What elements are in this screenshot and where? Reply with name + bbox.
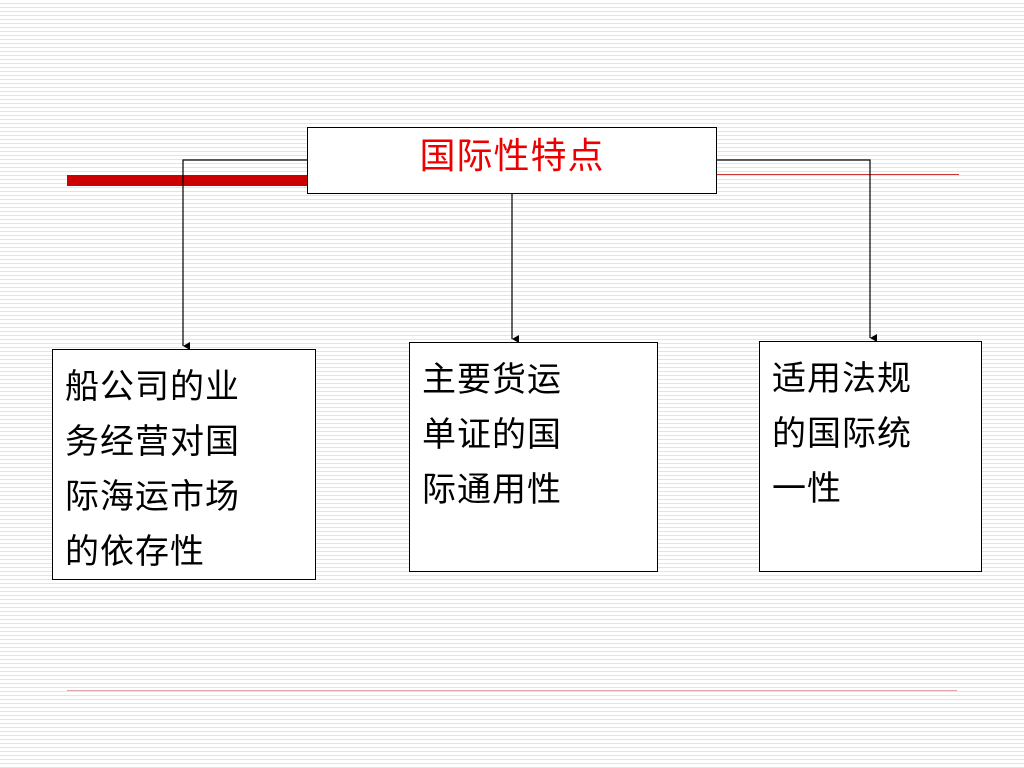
child-node-2-line-3: 际通用性 — [422, 470, 562, 510]
child-node-3-line-3: 一性 — [772, 469, 842, 509]
decorative-red-line — [717, 174, 959, 175]
connector-right — [717, 159, 877, 342]
child-node-2: 主要货运 单证的国 际通用性 — [409, 342, 658, 572]
root-node-box: 国际性特点 — [307, 127, 717, 194]
footer-divider-line — [67, 690, 957, 691]
connector-left — [182, 159, 307, 350]
child-node-1-line-2: 务经营对国 — [65, 422, 240, 462]
child-node-3-line-1: 适用法规 — [772, 359, 912, 399]
child-node-3: 适用法规 的国际统 一性 — [759, 341, 982, 572]
child-node-1-line-4: 的依存性 — [65, 532, 205, 572]
child-node-2-line-2: 单证的国 — [422, 415, 562, 455]
child-node-1: 船公司的业 务经营对国 际海运市场 的依存性 — [52, 349, 316, 580]
root-node-title: 国际性特点 — [419, 136, 605, 177]
child-node-3-line-2: 的国际统 — [772, 414, 912, 454]
child-node-2-line-1: 主要货运 — [422, 360, 562, 400]
child-node-1-line-1: 船公司的业 — [65, 367, 240, 407]
child-node-1-line-3: 际海运市场 — [65, 477, 240, 517]
